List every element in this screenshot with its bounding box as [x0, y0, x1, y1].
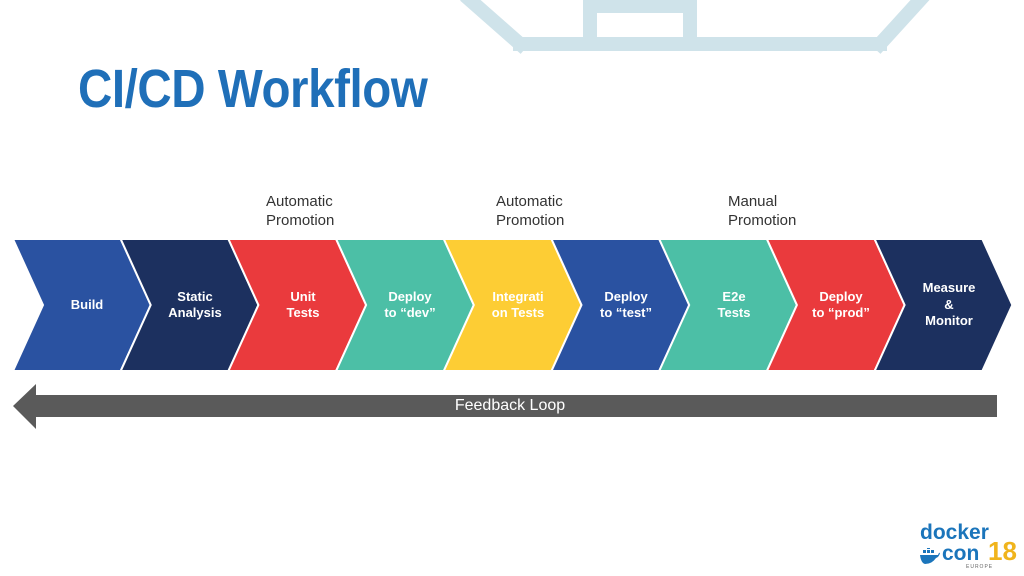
step-deploy-prod: Deploy to “prod” — [812, 288, 870, 321]
step-integration-tests: Integrati on Tests — [491, 288, 545, 321]
dockercon-logo: docker con 18 EUROPE — [918, 518, 1018, 570]
promotion-label-1: Automatic Promotion — [266, 193, 335, 229]
step-deploy-dev: Deploy to “dev” — [384, 288, 436, 321]
promotion-label-3: Manual Promotion — [728, 193, 797, 229]
step-measure-monitor: Measure & Monitor — [922, 280, 976, 329]
page-title: CI/CD Workflow — [78, 59, 428, 119]
step-unit-tests: Unit Tests — [286, 288, 320, 321]
step-e2e-tests: E2e Tests — [717, 288, 751, 321]
chevron-measure-monitor — [873, 238, 1014, 372]
logo-region: EUROPE — [966, 564, 994, 570]
promotion-label-2: Automatic Promotion — [496, 193, 565, 229]
logo-con-text: con — [942, 542, 980, 565]
step-build: Build — [70, 296, 104, 312]
logo-year: 18 — [988, 536, 1017, 566]
whale-icon — [920, 548, 940, 564]
step-deploy-test: Deploy to “test” — [600, 288, 652, 321]
logo-docker-text: docker — [920, 521, 989, 544]
step-static-analysis: Static Analysis — [168, 288, 222, 321]
decorative-structure — [460, 0, 930, 54]
feedback-loop-label: Feedback Loop — [454, 397, 566, 414]
